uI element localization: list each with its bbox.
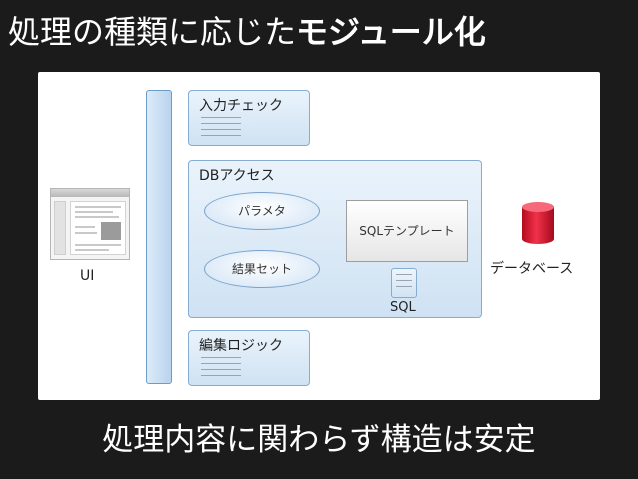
parameter-node: パラメタ [204, 192, 320, 230]
slide-footer: 処理内容に関わらず構造は安定 [102, 422, 536, 458]
sql-label: SQL [390, 300, 416, 315]
ui-screenshot-thumbnail [50, 188, 130, 260]
database-label: データベース [490, 261, 574, 277]
ui-label: UI [80, 268, 95, 284]
input-check-module: 入力チェック [188, 90, 310, 146]
thumbnail-titlebar [51, 189, 129, 197]
thumbnail-row [75, 226, 95, 228]
thumbnail-sidebar [54, 201, 66, 255]
result-set-node: 結果セット [204, 250, 320, 288]
diagram-panel: UI 入力チェック DBアクセス パラメタ 結果セット SQLテンプレート SQ… [38, 72, 600, 400]
thumbnail-row [75, 211, 113, 213]
thumbnail-row [75, 244, 121, 246]
result-set-label: 結果セット [231, 262, 292, 276]
code-lines-icon [201, 357, 241, 383]
sql-template-node: SQLテンプレート [346, 200, 468, 262]
parameter-label: パラメタ [238, 204, 286, 218]
thumbnail-row [75, 216, 119, 218]
edit-logic-module: 編集ロジック [188, 330, 310, 386]
thumbnail-row [75, 206, 121, 208]
title-emphasis: モジュール化 [296, 13, 486, 51]
thumbnail-image [101, 222, 121, 240]
vertical-connector-bar [146, 90, 172, 384]
edit-logic-label: 編集ロジック [199, 338, 283, 354]
thumbnail-row [75, 232, 97, 234]
db-access-label: DBアクセス [199, 168, 275, 184]
thumbnail-content [70, 201, 126, 255]
thumbnail-row [75, 249, 109, 251]
slide-title: 処理の種類に応じたモジュール化 [8, 4, 638, 60]
sql-template-label: SQLテンプレート [359, 224, 455, 238]
title-prefix: 処理の種類に応じた [8, 13, 297, 51]
input-check-label: 入力チェック [199, 98, 283, 114]
database-icon [522, 202, 554, 244]
sql-file-icon [391, 268, 417, 298]
code-lines-icon [201, 117, 241, 143]
